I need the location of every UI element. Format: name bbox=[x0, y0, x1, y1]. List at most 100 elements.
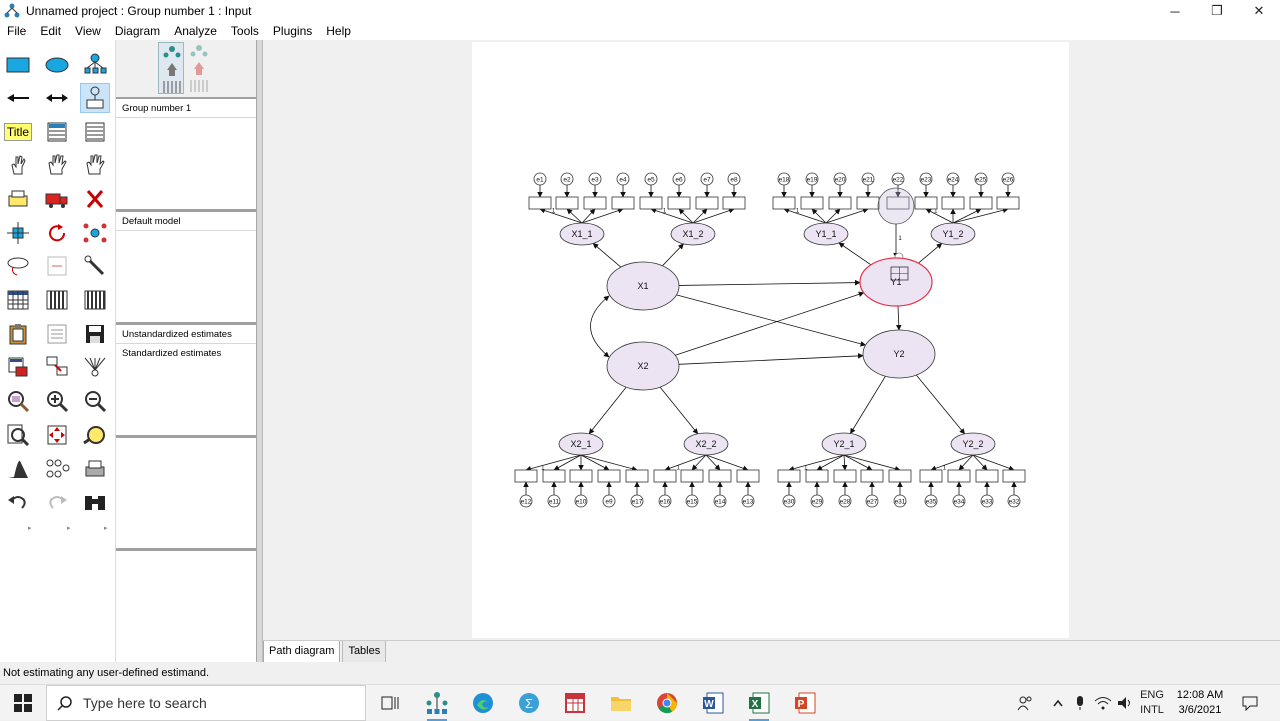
copy-to-clipboard-tool[interactable] bbox=[3, 319, 33, 349]
error-term[interactable] bbox=[700, 172, 714, 186]
latent-x1[interactable] bbox=[606, 261, 680, 311]
latent-y1-1[interactable] bbox=[803, 222, 849, 246]
error-term[interactable] bbox=[810, 494, 824, 508]
menu-diagram[interactable]: Diagram bbox=[114, 24, 161, 38]
error-term[interactable] bbox=[893, 494, 907, 508]
list-variables-in-model-tool[interactable] bbox=[42, 117, 72, 147]
start-button[interactable] bbox=[6, 691, 40, 715]
latent-x2-2-indicator-path[interactable] bbox=[664, 454, 707, 471]
save-diagram-tool[interactable] bbox=[80, 319, 110, 349]
latent-x1-2-indicator-path[interactable] bbox=[692, 207, 735, 224]
error-term[interactable] bbox=[602, 494, 616, 508]
latent-x2[interactable] bbox=[606, 341, 680, 391]
latent-x1-2-indicator-path[interactable] bbox=[650, 207, 694, 224]
latent-y1-2-indicator-path[interactable] bbox=[925, 208, 954, 224]
latent-x1-1-loading[interactable] bbox=[592, 243, 622, 268]
draw-observed-variable-tool[interactable] bbox=[3, 50, 33, 80]
tray-wifi[interactable] bbox=[1092, 685, 1114, 721]
unstandardized-estimates-item[interactable]: Unstandardized estimates bbox=[116, 325, 256, 344]
error-term[interactable] bbox=[952, 494, 966, 508]
task-view-button[interactable] bbox=[372, 689, 408, 717]
latent-x2-1-indicator-path[interactable] bbox=[553, 454, 582, 471]
latent-y1-1-indicator-path[interactable] bbox=[825, 207, 869, 224]
latent-y2-1-loading[interactable] bbox=[850, 376, 886, 434]
error-term[interactable] bbox=[519, 494, 533, 508]
observed-variable[interactable] bbox=[695, 196, 719, 210]
menu-view[interactable]: View bbox=[75, 24, 101, 38]
object-properties-tool[interactable] bbox=[3, 352, 33, 382]
erase-object-tool[interactable] bbox=[80, 184, 110, 214]
latent-x1-1-indicator-path[interactable] bbox=[566, 208, 583, 224]
taskbar-chrome[interactable] bbox=[649, 689, 685, 717]
minimize-button[interactable]: ─ bbox=[1170, 3, 1180, 19]
observed-variable[interactable] bbox=[569, 469, 593, 483]
draw-covariance-tool[interactable] bbox=[42, 83, 72, 113]
taskbar-word[interactable]: W bbox=[695, 689, 731, 717]
observed-variable[interactable] bbox=[860, 469, 884, 483]
latent-x2-2[interactable] bbox=[683, 432, 729, 456]
taskbar-stats-app[interactable]: Σ bbox=[511, 689, 547, 717]
error-term[interactable] bbox=[865, 494, 879, 508]
draw-unobserved-variable-tool[interactable] bbox=[42, 50, 72, 80]
error-term[interactable] bbox=[741, 494, 755, 508]
latent-x1-2-loading[interactable] bbox=[662, 243, 684, 267]
observed-variable[interactable] bbox=[975, 469, 999, 483]
latent-y2-2-indicator-path[interactable] bbox=[972, 454, 1015, 471]
latent-x2-2-indicator-path[interactable] bbox=[691, 454, 707, 471]
observed-variable[interactable] bbox=[680, 469, 704, 483]
latent-x1-2-indicator-path[interactable] bbox=[692, 208, 708, 224]
model-item[interactable]: Default model bbox=[116, 212, 256, 231]
error-term[interactable] bbox=[616, 172, 630, 186]
observed-variable[interactable] bbox=[722, 196, 746, 210]
observed-variable[interactable] bbox=[514, 469, 538, 483]
latent-y1-2-indicator-path[interactable] bbox=[952, 207, 1009, 224]
taskbar-search[interactable]: Type here to search bbox=[46, 685, 366, 721]
observed-variable[interactable] bbox=[597, 469, 621, 483]
observed-variable[interactable] bbox=[542, 469, 566, 483]
tray-clock[interactable]: 12:08 AM 3/6/2021 bbox=[1168, 688, 1232, 718]
tray-people[interactable] bbox=[1012, 685, 1038, 721]
latent-y2-1-indicator-path[interactable] bbox=[816, 454, 845, 471]
latent-x2-1-indicator-path[interactable] bbox=[580, 454, 610, 471]
observed-variable[interactable] bbox=[805, 469, 829, 483]
select-all-objects-tool[interactable] bbox=[42, 150, 72, 180]
taskbar-file-explorer[interactable] bbox=[603, 689, 639, 717]
menu-edit[interactable]: Edit bbox=[40, 24, 62, 38]
error-term[interactable] bbox=[805, 172, 819, 186]
observed-variable[interactable] bbox=[583, 196, 607, 210]
draw-path-tool[interactable] bbox=[3, 83, 33, 113]
zoom-page-tool[interactable] bbox=[3, 420, 33, 450]
latent-x2-2-indicator-path[interactable] bbox=[705, 454, 749, 471]
menu-analyze[interactable]: Analyze bbox=[174, 24, 217, 38]
observed-variable[interactable] bbox=[777, 469, 801, 483]
menu-plugins[interactable]: Plugins bbox=[272, 24, 313, 38]
observed-variable[interactable] bbox=[639, 196, 663, 210]
observed-variable[interactable] bbox=[625, 469, 649, 483]
drag-properties-tool[interactable] bbox=[42, 352, 72, 382]
tray-volume[interactable] bbox=[1114, 685, 1136, 721]
maximize-button[interactable]: ❐ bbox=[1211, 3, 1223, 18]
move-parameter-tool[interactable] bbox=[3, 251, 33, 281]
error-term[interactable] bbox=[658, 494, 672, 508]
observed-variable[interactable] bbox=[667, 196, 691, 210]
menu-file[interactable]: File bbox=[7, 24, 27, 38]
error-term[interactable] bbox=[560, 172, 574, 186]
observed-variable[interactable] bbox=[947, 469, 971, 483]
error-term[interactable] bbox=[861, 172, 875, 186]
latent-y1-1-loading[interactable] bbox=[838, 242, 872, 266]
analysis-properties-tool[interactable] bbox=[42, 285, 72, 315]
observed-variable[interactable] bbox=[708, 469, 732, 483]
error-term[interactable] bbox=[533, 172, 547, 186]
observed-variable[interactable] bbox=[528, 196, 552, 210]
latent-x2-1-indicator-path[interactable] bbox=[525, 454, 582, 472]
error-term[interactable] bbox=[919, 172, 933, 186]
path-x2-y2[interactable] bbox=[678, 353, 864, 365]
zoom-out-tool[interactable] bbox=[80, 386, 110, 416]
covariance-x1-x2[interactable] bbox=[590, 295, 610, 358]
bayesian-estimation-tool[interactable] bbox=[3, 454, 33, 484]
latent-y2-2-loading[interactable] bbox=[915, 374, 965, 435]
error-term[interactable] bbox=[547, 494, 561, 508]
tray-show-hidden[interactable] bbox=[1048, 685, 1068, 721]
error-term[interactable] bbox=[777, 172, 791, 186]
rotate-indicators-tool[interactable] bbox=[42, 218, 72, 248]
